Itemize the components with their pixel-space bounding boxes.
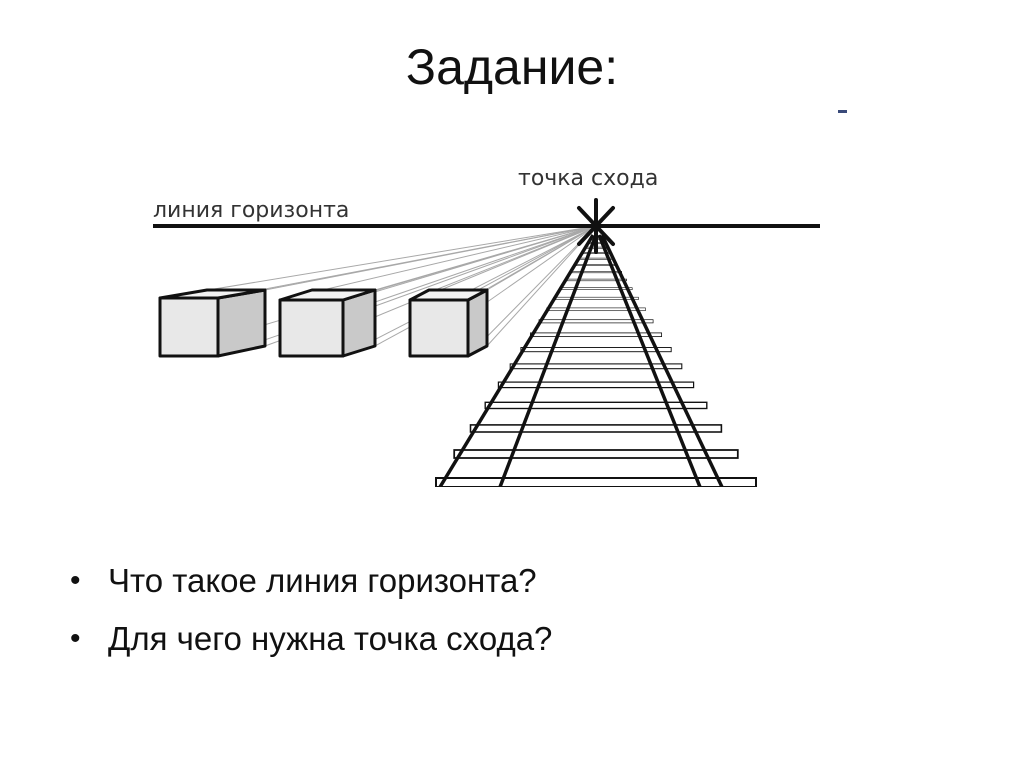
stray-mark — [838, 110, 847, 113]
box-3 — [408, 288, 489, 358]
horizon-label: линия горизонта — [153, 198, 349, 223]
vanishing-point-star — [577, 198, 615, 254]
question-item: • Что такое линия горизонта? — [70, 552, 552, 610]
bullet-marker: • — [70, 622, 81, 655]
sleeper — [453, 449, 739, 459]
sleeper — [538, 319, 654, 324]
box-1 — [158, 288, 267, 358]
sleeper — [497, 381, 695, 389]
vanishing-point-label: точка схода — [518, 166, 658, 191]
railway-track — [435, 234, 757, 487]
slide-title: Задание: — [405, 39, 619, 95]
question-text: Что такое линия горизонта? — [108, 562, 537, 599]
sleeper — [529, 332, 663, 338]
sleeper — [520, 347, 672, 353]
sleeper — [484, 401, 708, 410]
sleeper — [469, 424, 723, 433]
sleeper — [435, 477, 757, 487]
rails — [438, 234, 724, 487]
box-2 — [278, 288, 377, 358]
sleepers — [435, 237, 757, 487]
question-list: • Что такое линия горизонта? • Для чего … — [70, 552, 552, 668]
question-text: Для чего нужна точка схода? — [108, 620, 553, 657]
bullet-marker: • — [70, 564, 81, 597]
question-item: • Для чего нужна точка схода? — [70, 610, 552, 668]
sleeper — [509, 363, 683, 370]
